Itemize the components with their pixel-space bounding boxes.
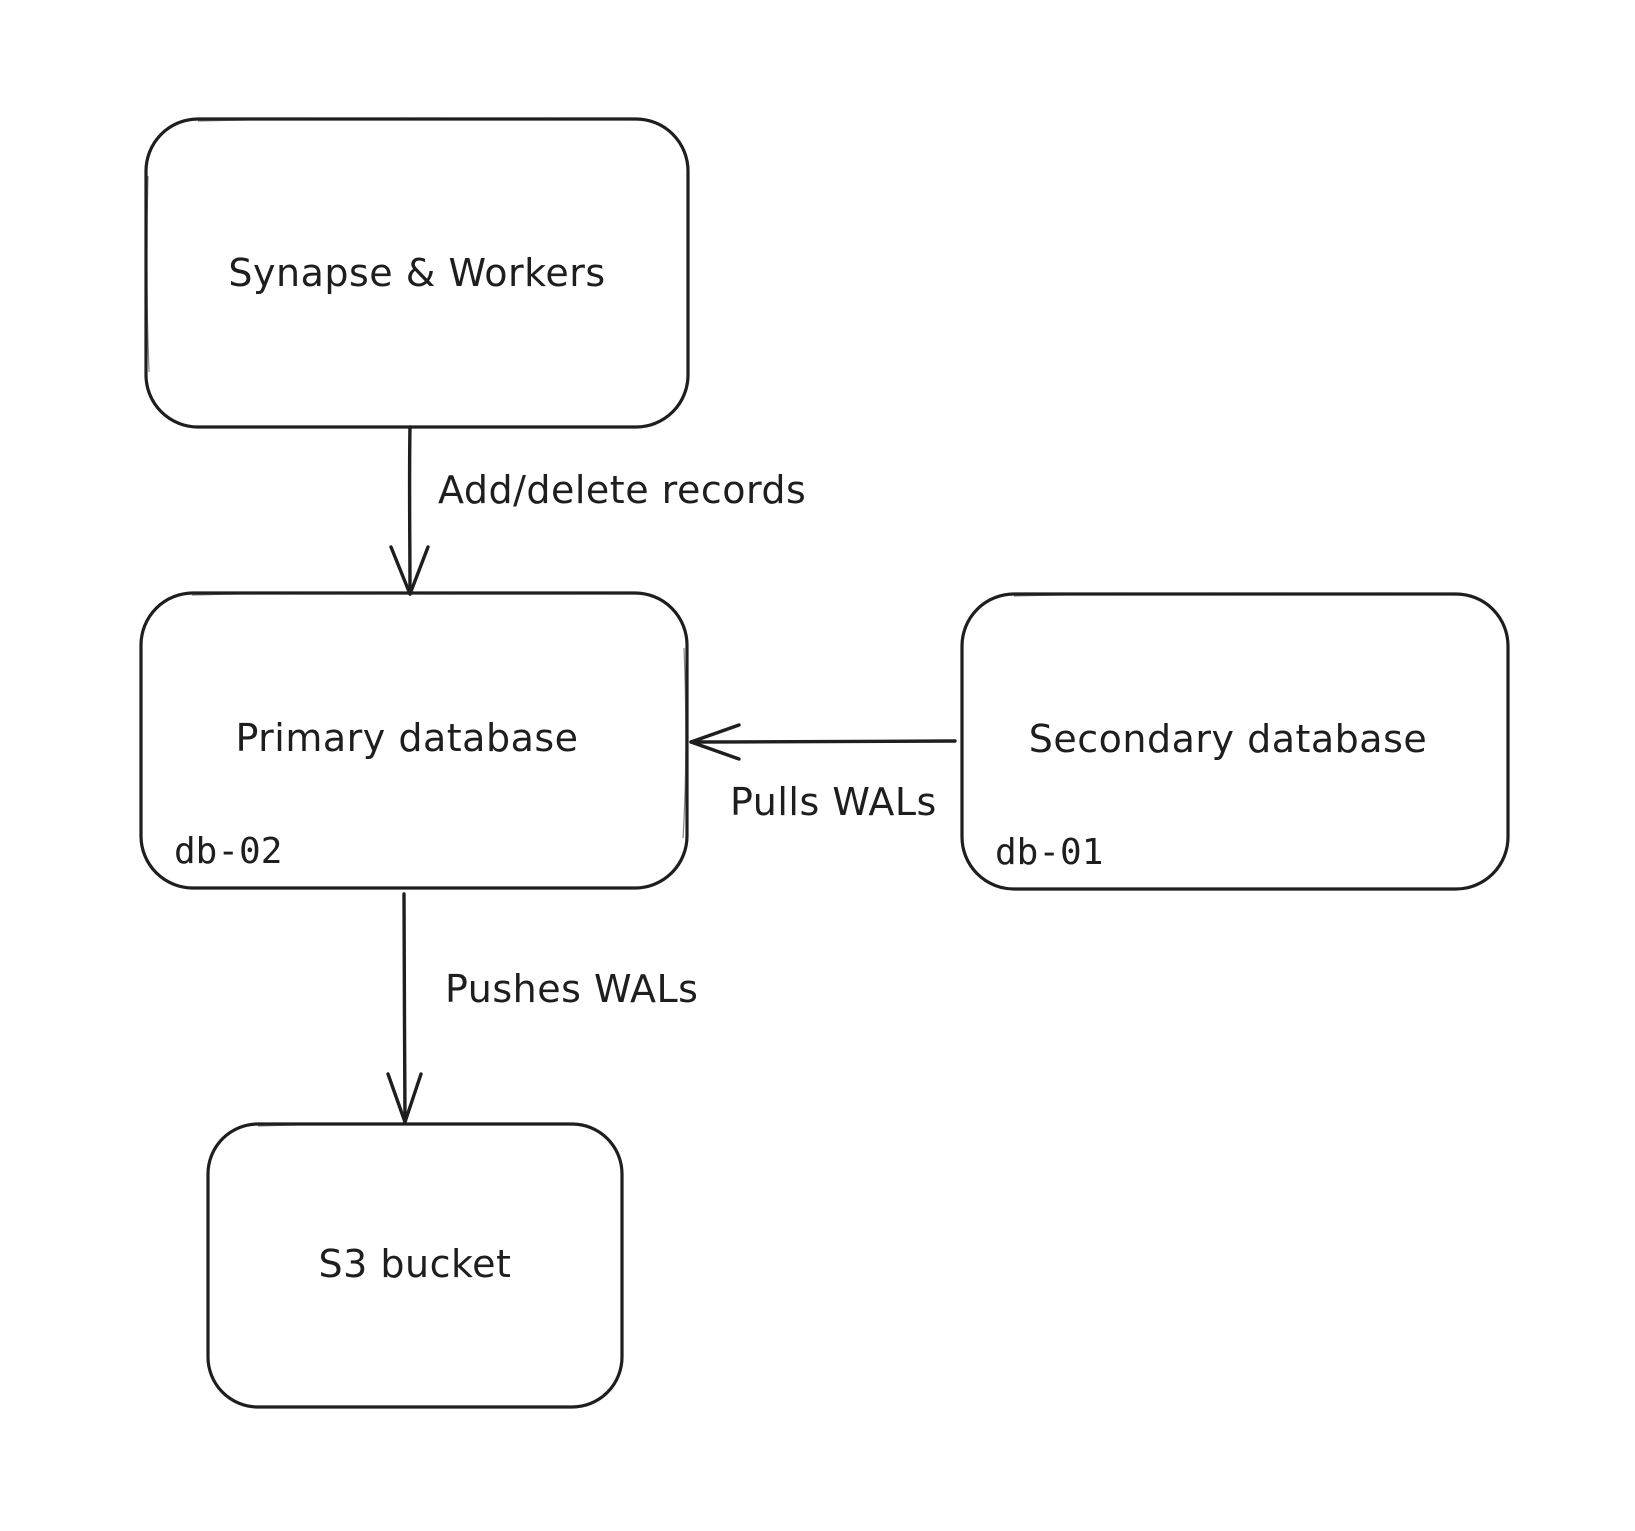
node-synapse-workers[interactable]: Synapse & Workers: [144, 117, 690, 429]
node-primary-database-label: Primary database: [235, 716, 578, 760]
edge-secondary-to-primary-label: Pulls WALs: [730, 780, 937, 824]
edge-primary-to-s3: Pushes WALs: [386, 892, 698, 1124]
edge-synapse-to-primary: Add/delete records: [389, 425, 806, 596]
node-primary-database[interactable]: Primary database db-02: [139, 591, 689, 890]
node-secondary-database[interactable]: Secondary database db-01: [960, 592, 1510, 891]
edge-secondary-to-primary: Pulls WALs: [689, 723, 957, 824]
edge-primary-to-s3-label: Pushes WALs: [445, 967, 698, 1011]
edge-synapse-to-primary-label: Add/delete records: [438, 468, 806, 512]
node-secondary-database-label: Secondary database: [1029, 717, 1428, 761]
arrow-down-icon: [402, 892, 407, 1124]
node-secondary-database-tag: db-01: [995, 832, 1103, 873]
arrow-left-icon: [689, 739, 957, 744]
node-s3-bucket[interactable]: S3 bucket: [206, 1122, 624, 1409]
node-primary-database-tag: db-02: [174, 831, 282, 872]
node-synapse-workers-label: Synapse & Workers: [228, 251, 605, 295]
node-s3-bucket-label: S3 bucket: [319, 1242, 512, 1286]
